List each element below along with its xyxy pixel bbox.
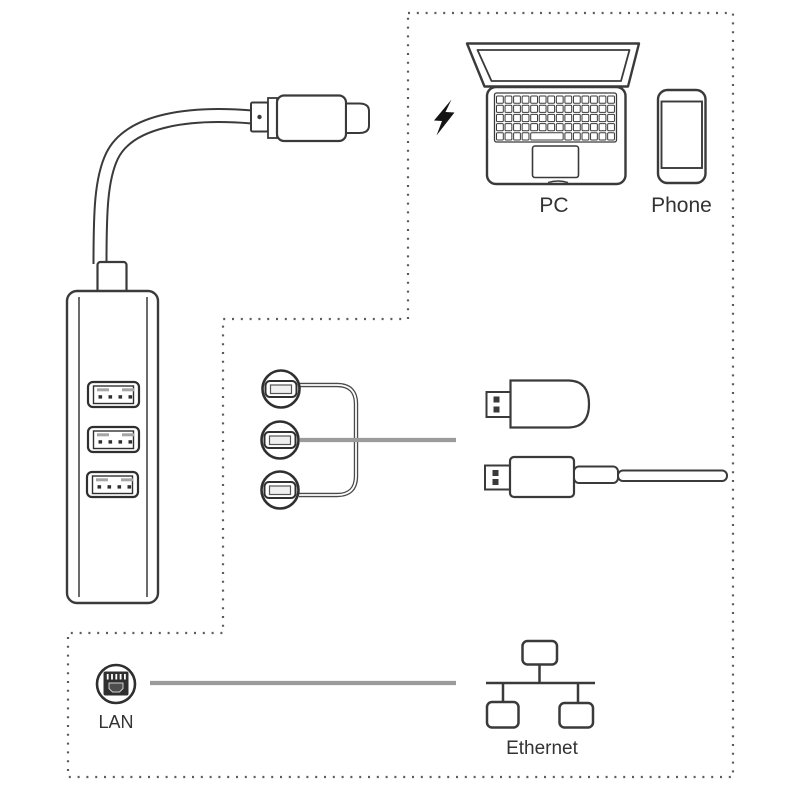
usb-port-circle-icon-2 [260, 420, 300, 460]
adapter-cable [92, 108, 253, 265]
lightning-bolt-icon [434, 99, 455, 136]
phone-label: Phone [651, 194, 712, 217]
host-panel: PC Phone [434, 42, 712, 217]
hub-usb-a-port-2 [86, 425, 141, 454]
usb-cable-icon [484, 455, 728, 499]
network-panel: LAN Ethernet [95, 639, 595, 759]
cable-neck [96, 260, 128, 295]
usb-dongle-icon [485, 379, 591, 429]
laptop-icon [465, 42, 641, 186]
laptop-keyboard-keys [496, 95, 615, 141]
lan-label: LAN [98, 712, 133, 732]
hub-usb-a-port-1 [86, 380, 141, 409]
hub-device [65, 289, 160, 605]
ethernet-label: Ethernet [506, 738, 579, 759]
usb-c-hub-adapter [65, 94, 370, 605]
usb-peripherals-panel [260, 369, 728, 510]
usb-port-circle-icon-3 [260, 470, 300, 510]
smartphone-icon [656, 88, 707, 185]
hub-usb-a-port-3 [85, 470, 140, 499]
pc-label: PC [539, 194, 568, 217]
usb-c-plug-icon [250, 94, 370, 143]
ethernet-network-icon [485, 639, 595, 729]
usb-port-circle-icon-1 [261, 369, 301, 409]
rj45-lan-port-icon [95, 663, 137, 705]
